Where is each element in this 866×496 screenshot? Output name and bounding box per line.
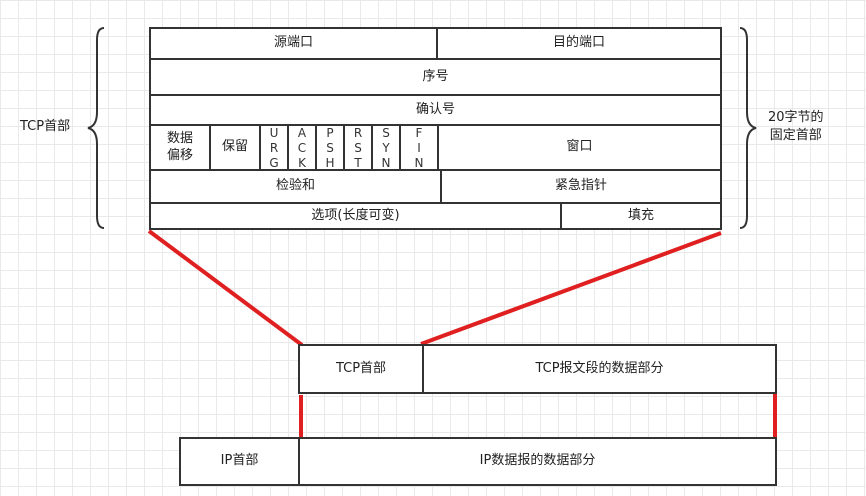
urgent-pointer-cell: 紧急指针 [440, 169, 722, 204]
flag-rst-c3: T [354, 156, 362, 170]
flag-syn: S Y N [371, 124, 401, 171]
flag-psh: P S H [315, 124, 345, 171]
flag-ack-c2: C [297, 141, 307, 155]
flag-fin: F I N [399, 124, 439, 171]
datagram-ip-header: IP首部 [179, 437, 300, 486]
sequence-cell: 序号 [149, 58, 722, 96]
flag-fin-c3: N [414, 156, 424, 170]
flag-rst-c1: R [353, 126, 363, 140]
flag-syn-c2: Y [382, 141, 390, 155]
flag-rst: R S T [343, 124, 373, 171]
flag-rst-c2: S [354, 141, 362, 155]
flag-urg-c2: R [269, 141, 279, 155]
flag-fin-c1: F [415, 126, 423, 140]
source-port-cell: 源端口 [149, 27, 438, 60]
reserved-cell: 保留 [209, 124, 261, 171]
checksum-cell: 检验和 [149, 169, 442, 204]
right-brace [739, 27, 757, 229]
flag-syn-c1: S [382, 126, 390, 140]
left-brace [87, 27, 105, 229]
flag-psh-c3: H [325, 156, 335, 170]
flag-urg: U R G [259, 124, 289, 171]
flag-psh-c2: S [326, 141, 334, 155]
data-offset-cell: 数据 偏移 [149, 124, 211, 171]
ack-number-cell: 确认号 [149, 94, 722, 126]
flag-ack-c1: A [297, 126, 307, 140]
flag-ack: A C K [287, 124, 317, 171]
flag-fin-c2: I [417, 141, 421, 155]
window-cell: 窗口 [437, 124, 722, 171]
flag-syn-c3: N [381, 156, 391, 170]
padding-cell: 填充 [560, 202, 722, 230]
flag-psh-c1: P [326, 126, 334, 140]
segment-tcp-data: TCP报文段的数据部分 [422, 344, 777, 394]
tcp-header-label: TCP首部 [20, 119, 71, 134]
segment-tcp-header: TCP首部 [298, 344, 424, 394]
flag-urg-c3: G [269, 156, 279, 170]
datagram-ip-data: IP数据报的数据部分 [298, 437, 777, 486]
dest-port-cell: 目的端口 [436, 27, 722, 60]
connector-left-top [147, 229, 304, 347]
flag-urg-c1: U [269, 126, 279, 140]
flag-ack-c3: K [298, 156, 306, 170]
connector-right-top [420, 231, 722, 346]
options-cell: 选项(长度可变) [149, 202, 562, 230]
fixed-header-label: 20字节的 固定首部 [768, 110, 824, 143]
